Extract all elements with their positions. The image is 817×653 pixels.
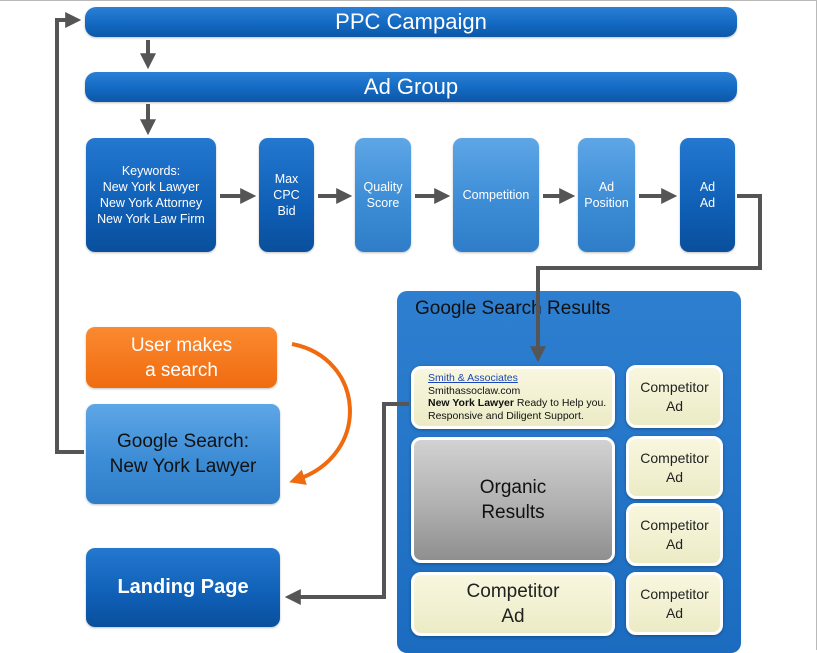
competitor-line: Competitor <box>640 378 709 395</box>
competitor-ad-side: Competitor Ad <box>626 503 723 566</box>
competitor-line: Ad <box>665 468 684 485</box>
max-cpc-line: Max <box>274 172 299 186</box>
organic-line: Organic <box>479 477 547 498</box>
max-cpc-line: Bid <box>277 204 296 218</box>
ad-position-line: Position <box>584 196 629 210</box>
ad-line-2: Responsive and Diligent Support. <box>428 409 584 422</box>
user-search-line: a search <box>145 359 218 381</box>
google-search-line: Google Search: <box>116 431 250 452</box>
competitor-line: Ad <box>665 535 684 552</box>
landing-page-box: Landing Page <box>86 548 280 627</box>
organic-line: Results <box>481 502 545 523</box>
organic-results-box: Organic Results <box>411 437 615 563</box>
user-makes-search-box: User makes a search <box>86 327 277 388</box>
competitor-ad-bottom: Competitor Ad <box>411 572 615 636</box>
ppc-campaign-label: PPC Campaign <box>335 9 487 34</box>
keywords-heading: Keywords: <box>121 164 181 178</box>
competitor-ad-side: Competitor Ad <box>626 572 723 635</box>
competitor-ad-side: Competitor Ad <box>626 436 723 499</box>
ad-box-line: Ad <box>699 196 716 210</box>
ad-group-label: Ad Group <box>363 74 459 99</box>
competitor-line: Competitor <box>640 449 709 466</box>
arrow-search-to-campaign <box>55 12 84 454</box>
keywords-box: Keywords: New York Lawyer New York Attor… <box>86 138 216 252</box>
search-results-title: Google Search Results <box>415 298 611 319</box>
google-search-line: New York Lawyer <box>109 456 257 477</box>
ad-position-box: Ad Position <box>578 138 635 252</box>
ad-line-1: New York Lawyer Ready to Help you. <box>428 397 612 410</box>
quality-score-line: Quality <box>363 180 403 194</box>
keyword-item: New York Attorney <box>99 196 203 210</box>
arrow-ad-to-landing <box>284 402 409 605</box>
ad-group-bar: Ad Group <box>85 72 737 102</box>
max-cpc-line: CPC <box>273 188 300 202</box>
competitor-line: Competitor <box>640 585 709 602</box>
competitor-line: Competitor <box>640 516 709 533</box>
competitor-line: Ad <box>501 606 525 627</box>
keyword-item: New York Law Firm <box>97 212 205 226</box>
ppc-campaign-bar: PPC Campaign <box>85 7 737 37</box>
ad-box: Ad Ad <box>680 138 735 252</box>
landing-page-label: Landing Page <box>117 576 249 598</box>
sample-text-ad: Smith & Associates Smithassoclaw.com New… <box>411 366 615 429</box>
quality-score-line: Score <box>366 196 400 210</box>
google-search-box: Google Search: New York Lawyer <box>86 404 280 504</box>
user-search-line: User makes <box>130 334 233 356</box>
competition-box: Competition <box>453 138 539 252</box>
ad-position-line: Ad <box>598 180 615 194</box>
arrow-ad-to-results <box>530 194 762 363</box>
competitor-ad-side: Competitor Ad <box>626 365 723 428</box>
quality-score-box: Quality Score <box>355 138 411 252</box>
frame-top-border <box>0 0 817 1</box>
max-cpc-bid-box: Max CPC Bid <box>259 138 314 252</box>
ad-display-url: Smithassoclaw.com <box>428 384 521 397</box>
competitor-line: Ad <box>665 397 684 414</box>
ad-box-line: Ad <box>699 180 716 194</box>
ad-bold-keyword: New York Lawyer <box>428 397 514 409</box>
ad-line-1-rest: Ready to Help you. <box>513 397 607 409</box>
arrow-user-to-google-search <box>289 342 352 485</box>
competitor-line: Ad <box>665 604 684 621</box>
competitor-line: Competitor <box>466 581 560 602</box>
ad-title-link[interactable]: Smith & Associates <box>428 372 518 384</box>
keyword-item: New York Lawyer <box>102 180 200 194</box>
competition-label: Competition <box>462 188 530 202</box>
